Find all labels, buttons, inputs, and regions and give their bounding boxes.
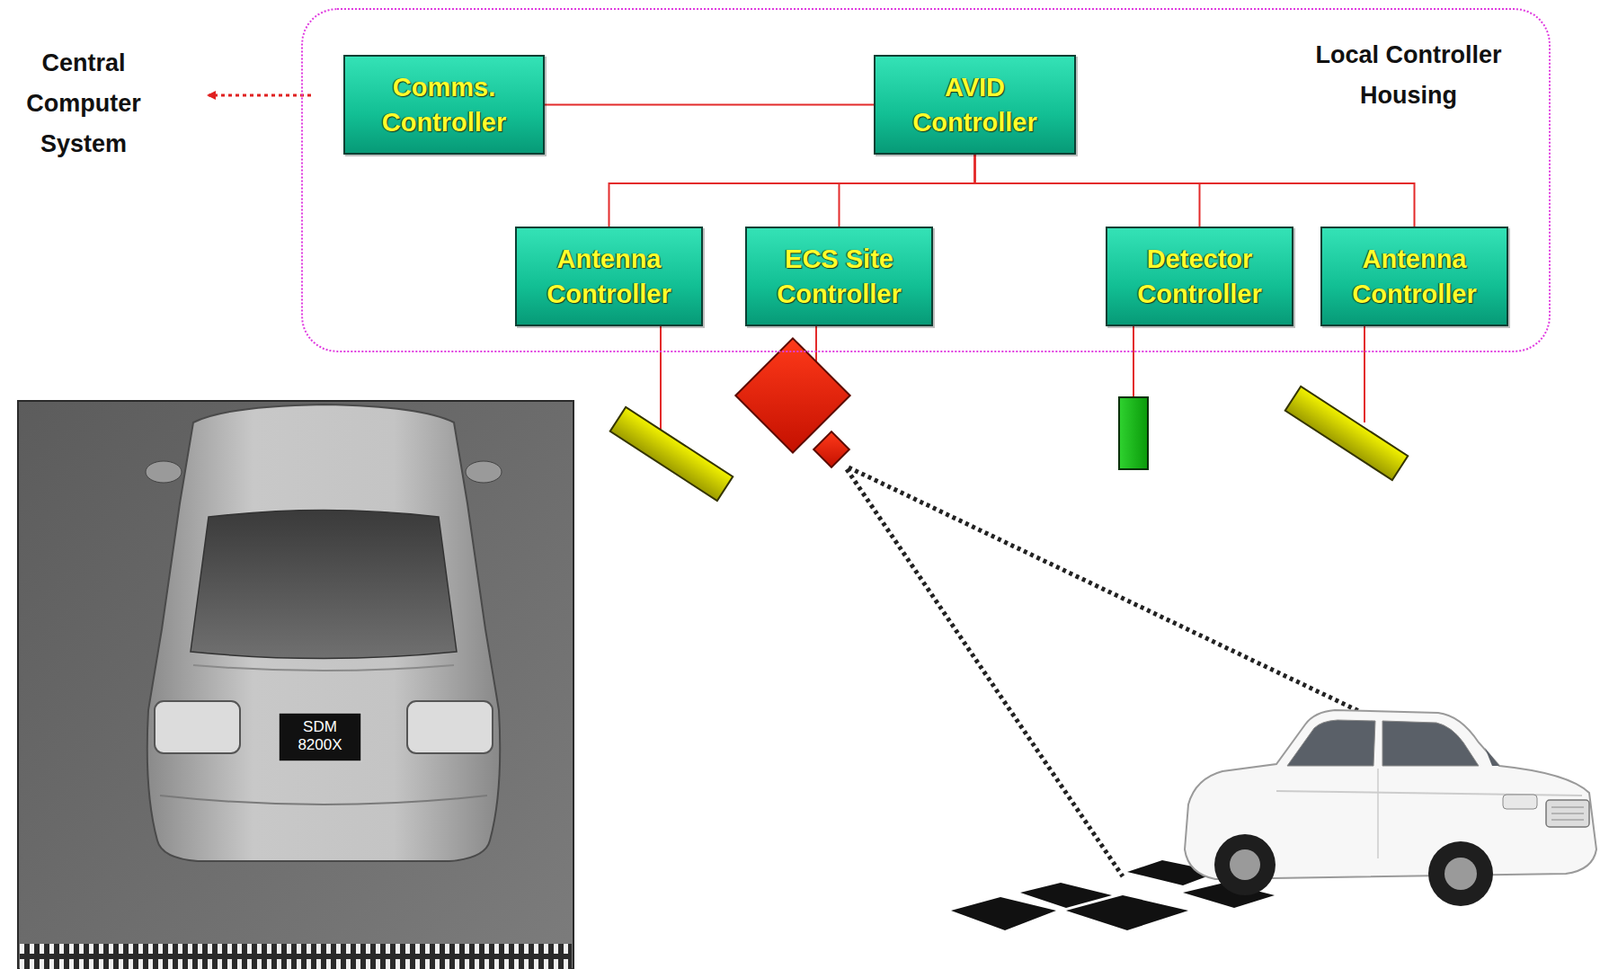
connector-line [544, 104, 874, 107]
box-label: Antenna Controller [527, 241, 691, 312]
connector-line [839, 154, 976, 227]
licence-plate: SDM 8200X [284, 715, 356, 757]
controller-box: Antenna Controller [515, 226, 703, 327]
controller-box: ECS Site Controller [745, 226, 934, 327]
box-label: Antenna Controller [1333, 241, 1496, 312]
controller-box: AVID Controller [873, 54, 1076, 155]
box-label: Comms. Controller [355, 70, 533, 141]
connector-line [609, 154, 976, 227]
controller-box: Antenna Controller [1320, 226, 1509, 327]
connector-line [975, 154, 1415, 227]
housing-title: Local Controller Housing [1309, 35, 1508, 116]
connector-line [975, 154, 1200, 227]
box-label: Detector Controller [1118, 241, 1281, 312]
system-label: Central Computer System [7, 43, 160, 165]
controller-box: Comms. Controller [343, 54, 545, 155]
controller-housing: Local Controller Housing Comms. Controlle… [301, 8, 1551, 353]
controller-box: Detector Controller [1105, 226, 1294, 327]
box-label: AVID Controller [886, 70, 1064, 141]
box-label: ECS Site Controller [757, 241, 921, 312]
